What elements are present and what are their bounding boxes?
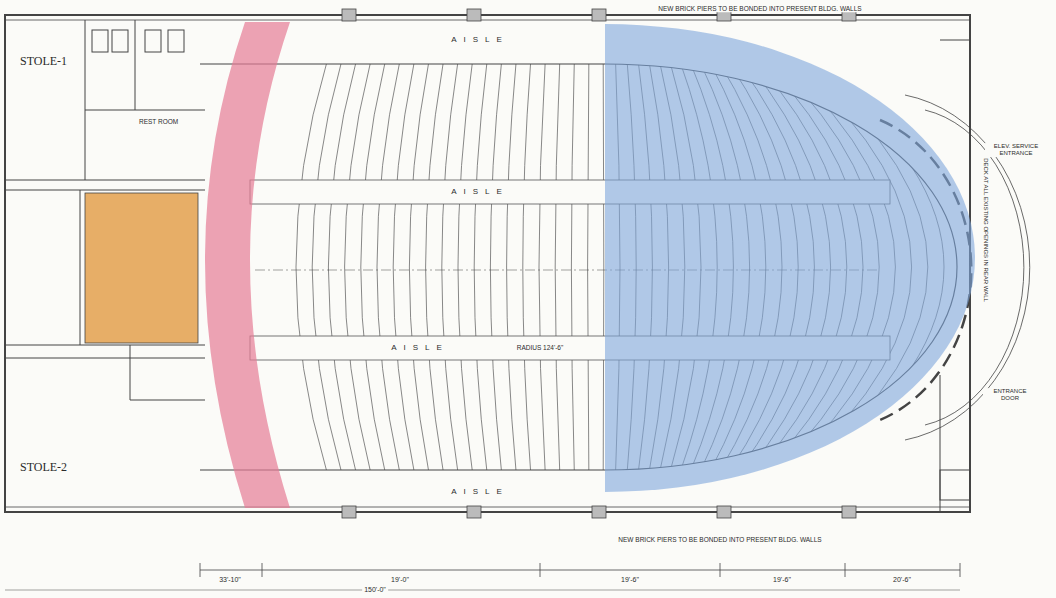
pink-band — [205, 22, 290, 508]
seat-row — [507, 64, 516, 470]
seat-row — [393, 64, 414, 470]
seat-row — [523, 64, 531, 470]
room-label: STOLE-1 — [17, 53, 73, 72]
plan-note: 19'-0" — [389, 576, 411, 584]
seat-row — [539, 64, 545, 470]
plan-note: AISLE — [449, 187, 511, 196]
seat-row — [571, 64, 574, 470]
orange-room — [85, 193, 198, 343]
plan-note: NEW BRICK PIERS TO BE BONDED INTO PRESEN… — [616, 536, 823, 543]
plan-note: AISLE — [389, 343, 451, 352]
plan-note: 19'-6" — [619, 576, 641, 584]
seat-row — [588, 64, 589, 470]
plan-note: ENTRANCE DOOR — [983, 388, 1037, 402]
seat-row — [490, 64, 501, 470]
room-name: REST ROOM — [139, 118, 181, 125]
seat-row — [426, 64, 443, 470]
seat-row — [361, 64, 385, 470]
plan-note: 33'-10" — [217, 576, 243, 584]
plan-note: NEW BRICK PIERS TO BE BONDED INTO PRESEN… — [656, 5, 863, 12]
plan-note: RADIUS 124'-6" — [515, 344, 566, 351]
seat-row — [603, 64, 605, 470]
dimension-lines — [5, 563, 960, 590]
seat-row — [377, 64, 399, 470]
building-walls — [5, 15, 1030, 512]
seat-row — [328, 64, 355, 470]
seat-row — [345, 64, 371, 470]
plan-note: ELEV. SERVICE ENTRANCE — [985, 143, 1047, 157]
seat-row — [555, 64, 559, 470]
seat-row — [474, 64, 487, 470]
plan-note: 150'-0" — [362, 586, 388, 594]
seat-row — [312, 64, 341, 470]
plan-note: 19'-6" — [771, 576, 793, 584]
room-name: STOLE-1 — [20, 54, 70, 69]
seat-row — [296, 64, 326, 470]
room-label: REST ROOM — [136, 117, 184, 128]
plan-note: AISLE — [449, 487, 511, 496]
seat-row — [458, 64, 472, 470]
blue-region — [605, 24, 975, 492]
room-label: STOLE-2 — [17, 459, 73, 478]
plan-note: 20'-6" — [891, 576, 913, 584]
seat-row — [442, 64, 458, 470]
plan-note: AISLE — [449, 35, 511, 44]
plan-note: DECK AT ALL EXISTING OPENINGS IN REAR WA… — [983, 156, 990, 304]
room-name: STOLE-2 — [20, 460, 70, 475]
